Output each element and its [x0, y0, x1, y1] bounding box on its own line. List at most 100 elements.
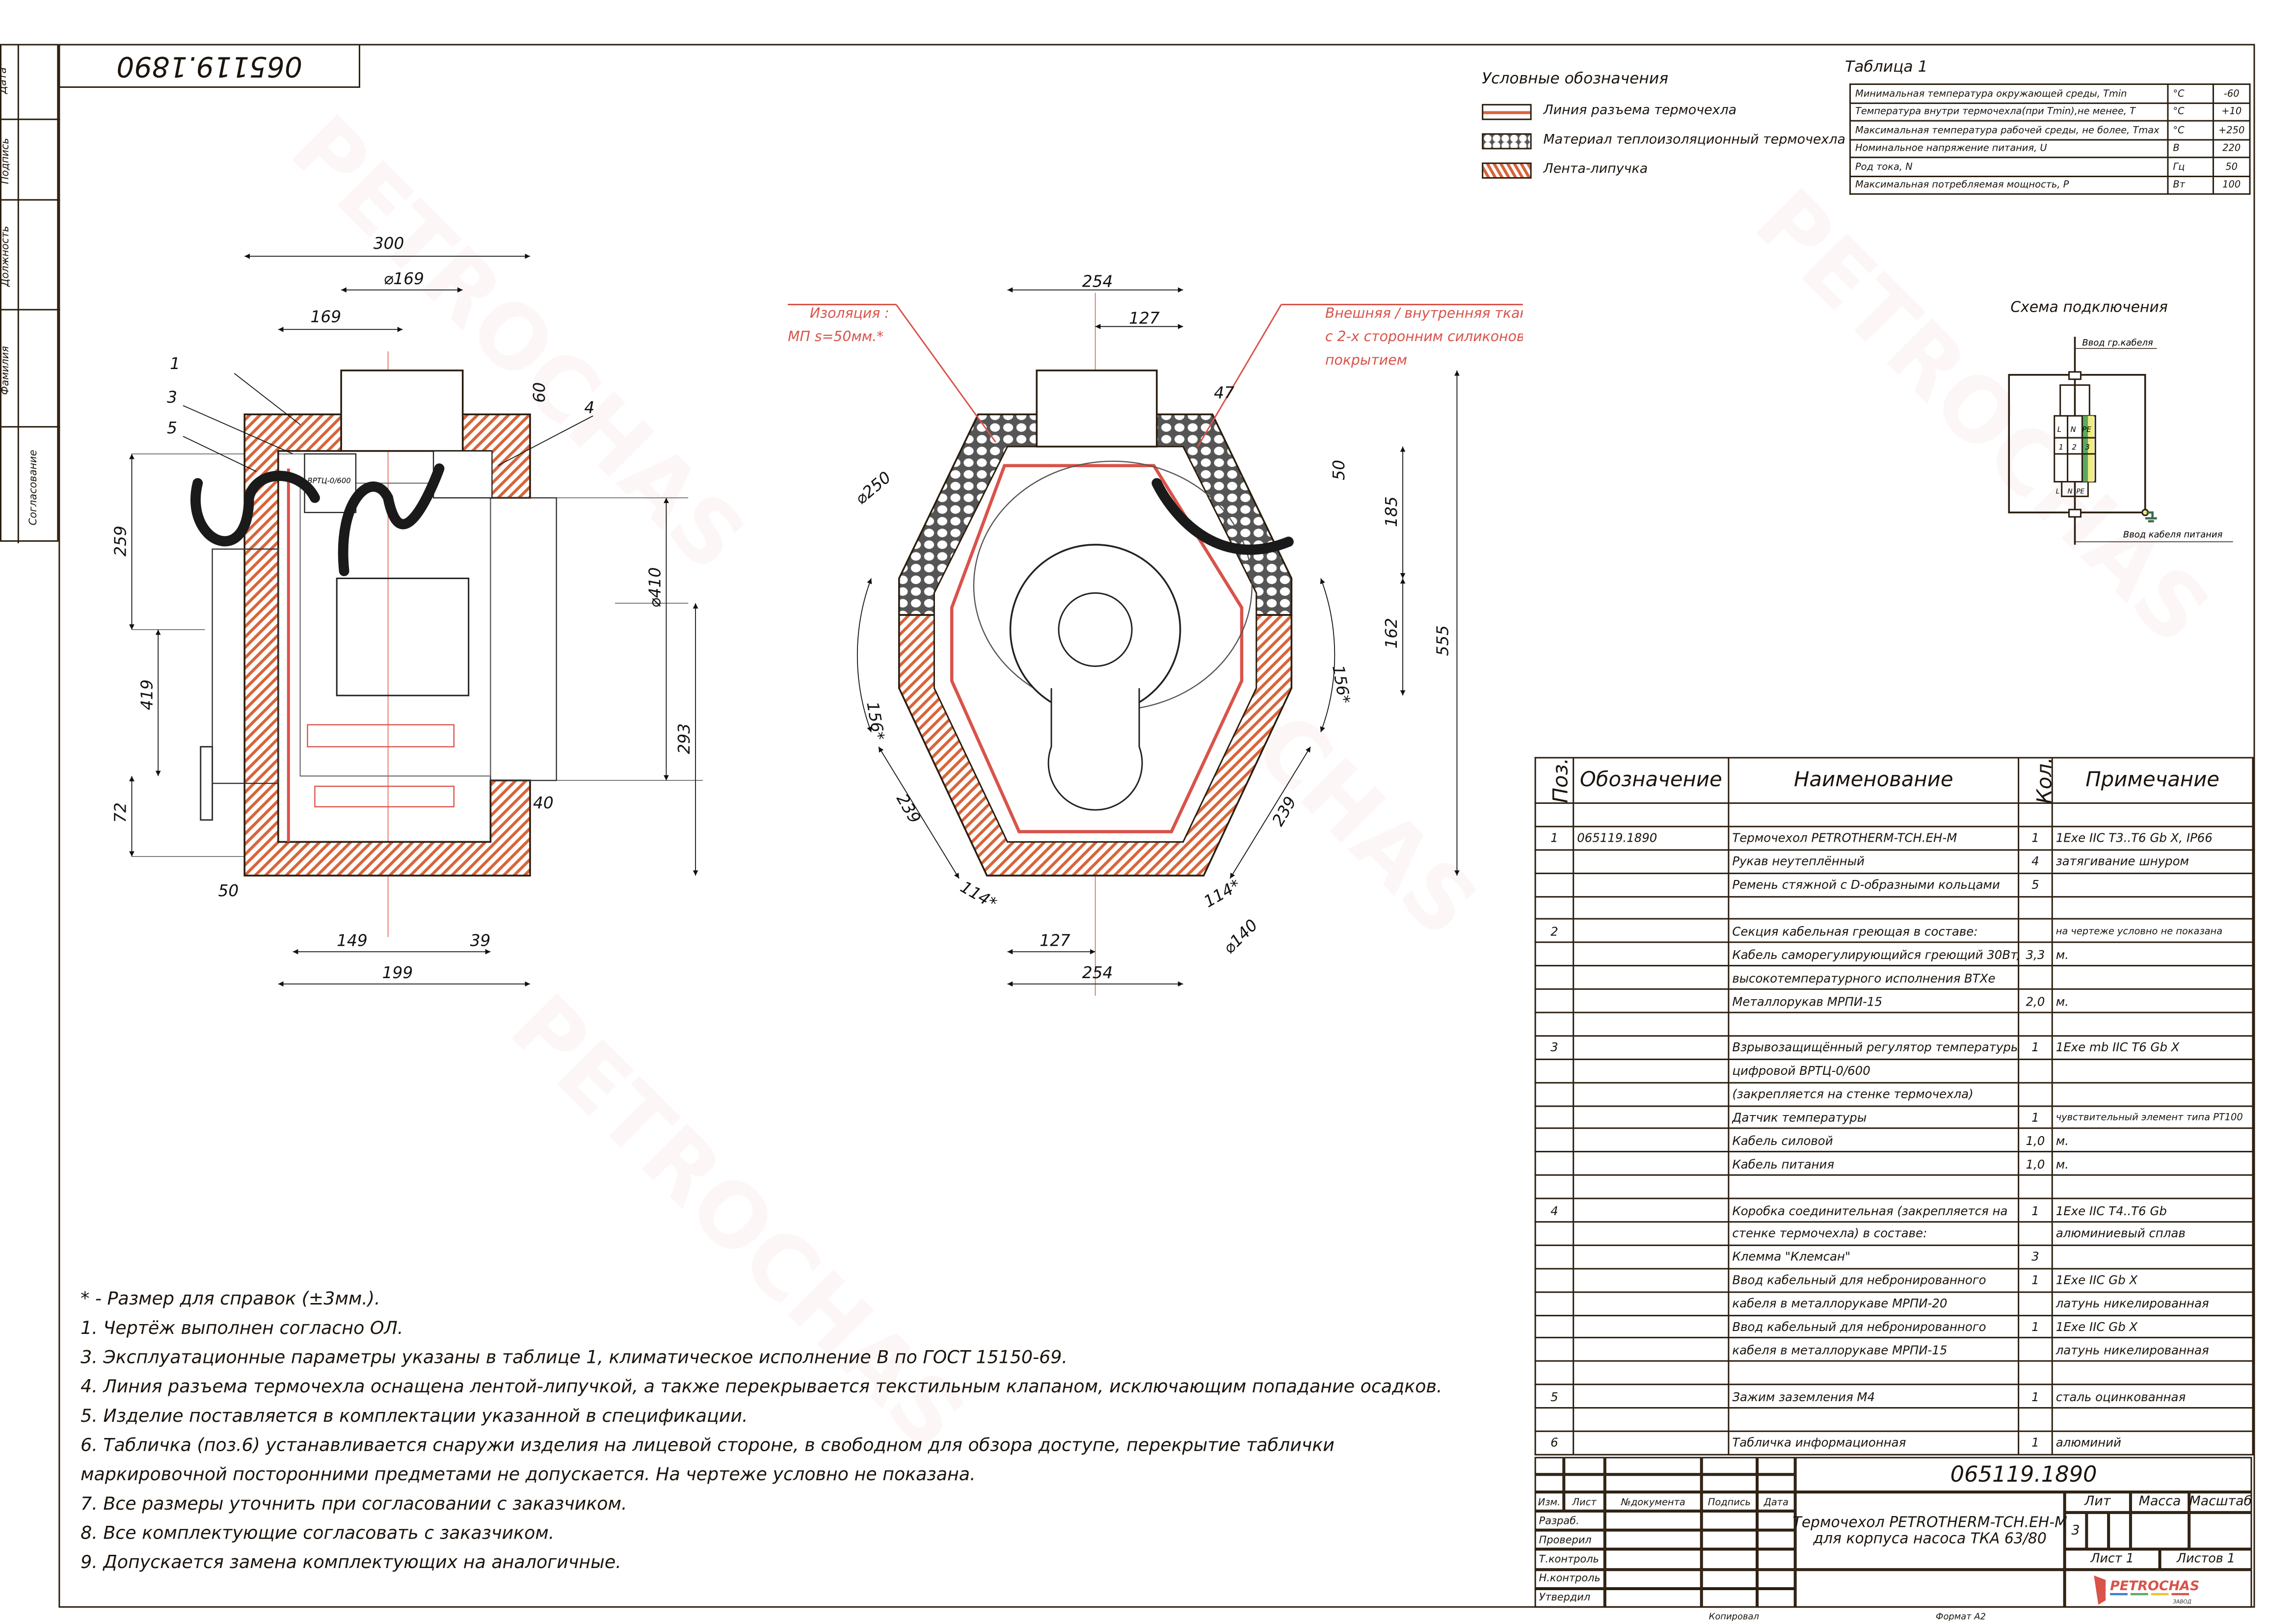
spec-name: Термочехол PETROTHERM-TCH.EH-M	[1728, 825, 2020, 851]
spec-row: Кабель саморегулирующийся греющий 30Вт/м…	[1534, 942, 2254, 967]
spec-designation	[1573, 1244, 1730, 1270]
spec-pos	[1534, 1221, 1575, 1246]
spec-qty	[2018, 918, 2053, 944]
spec-designation	[1573, 802, 1730, 827]
parameter-param: Номинальное напряжение питания, U	[1849, 138, 2169, 159]
spec-row: высокотемпературного исполнения ВТХе	[1534, 965, 2254, 990]
col-label: Подпись	[1701, 1492, 1758, 1511]
spec-designation	[1573, 1174, 1730, 1199]
spec-note	[2051, 895, 2254, 920]
spec-designation	[1573, 895, 1730, 920]
spec-note: чувствительный элемент типа PT100	[2051, 1105, 2254, 1130]
spec-row	[1534, 895, 2254, 920]
spec-qty	[2018, 1291, 2053, 1316]
role-label: Разраб.	[1534, 1511, 1605, 1531]
spec-qty: 3	[2018, 1244, 2053, 1270]
spec-qty: 1,0	[2018, 1128, 2053, 1153]
col-label: Дата	[1757, 1492, 1795, 1511]
dim-label: 72	[111, 802, 130, 823]
spec-row: стенке термочехла) в составе:алюминиевый…	[1534, 1221, 2254, 1246]
position-callout: 1	[170, 354, 180, 373]
dim-label: 169	[310, 307, 341, 326]
spec-name	[1728, 1407, 2020, 1432]
parameter-unit: °C	[2167, 83, 2214, 104]
spec-row	[1534, 1360, 2254, 1386]
spec-name: Кабель питания	[1728, 1151, 2020, 1176]
spec-designation	[1573, 942, 1730, 967]
parameter-param: Минимальная температура окружающей среды…	[1849, 83, 2169, 104]
sheet-number: Лист 1	[2064, 1549, 2160, 1570]
parameter-param: Максимальная потребляемая мощность, P	[1849, 175, 2169, 195]
legend-label: Лента-липучка	[1543, 162, 1648, 177]
spec-qty	[2018, 1360, 2053, 1386]
terminal-label: L	[2057, 425, 2061, 434]
spec-designation	[1573, 1058, 1730, 1083]
product-title: Термочехол PETROTHERM-TCH.EH-M для корпу…	[1792, 1492, 2067, 1570]
spec-pos: 4	[1534, 1198, 1575, 1223]
spec-note: 1Exe IIC Gb X	[2051, 1268, 2254, 1293]
spec-note: м.	[2051, 988, 2254, 1013]
dim-label: 39	[470, 931, 491, 950]
terminal-number: 2	[2072, 443, 2077, 452]
col-label: Изм.	[1534, 1492, 1564, 1511]
spec-name: Секция кабельная греющая в составе:	[1728, 918, 2020, 944]
footer-format: Формат А2	[1936, 1612, 1986, 1623]
parameter-param: Температура внутри термочехла(при Tmin),…	[1849, 102, 2169, 122]
spec-pos: 6	[1534, 1430, 1575, 1456]
dim-label: 239	[1268, 793, 1300, 829]
spec-name	[1728, 1174, 2020, 1199]
spec-name: Рукав неутеплённый	[1728, 849, 2020, 874]
spec-row	[1534, 1407, 2254, 1432]
spec-designation	[1573, 1128, 1730, 1153]
spec-row	[1534, 1174, 2254, 1199]
spec-designation	[1573, 1012, 1730, 1037]
annotation-fabric: Внешняя / внутренняя ткань :	[1325, 305, 1523, 321]
dim-label: 60	[530, 382, 549, 403]
notes: * - Размер для справок (±3мм.).1. Чертёж…	[80, 1284, 1442, 1577]
dim-label: 156*	[863, 700, 888, 742]
spec-note: алюминий	[2051, 1430, 2254, 1456]
table1-title: Таблица 1	[1845, 58, 1928, 77]
spec-pos	[1534, 965, 1575, 990]
note-line: 8. Все комплектующие согласовать с заказ…	[80, 1522, 555, 1544]
company-logo: PETROCHAS ЗАВОД	[2064, 1570, 2252, 1608]
dim-label: 50	[1330, 460, 1348, 480]
title-block: 065119.1890 Изм. Лист №документа Подпись…	[1534, 1457, 2252, 1608]
role-label: Н.контроль	[1534, 1569, 1605, 1589]
dim-label: 47	[1214, 383, 1234, 402]
spec-note: сталь оцинкованная	[2051, 1384, 2254, 1409]
role-label: Проверил	[1534, 1530, 1605, 1550]
spec-name: Клемма "Клемсан"	[1728, 1244, 2020, 1270]
parameter-value: 220	[2212, 138, 2251, 159]
position-callout: 3	[167, 388, 177, 406]
spec-name: стенке термочехла) в составе:	[1728, 1221, 2020, 1246]
dim-label: 40	[533, 794, 554, 812]
front-view	[788, 304, 1523, 877]
spec-pos	[1534, 1012, 1575, 1037]
spec-pos	[1534, 1337, 1575, 1362]
spec-qty	[2018, 1058, 2053, 1083]
spec-designation	[1573, 1268, 1730, 1293]
spec-note	[2051, 872, 2254, 897]
parameter-row: Максимальная температура рабочей среды, …	[1849, 120, 2251, 140]
spec-note: 1Exe mb IIC T6 Gb X	[2051, 1035, 2254, 1060]
spec-pos	[1534, 988, 1575, 1013]
dim-label: 162	[1382, 618, 1401, 649]
scale-label: Масштаб	[2189, 1492, 2252, 1513]
connection-scheme: Ввод гр.кабеля L N PE 1 2 3 L N PE Ввод …	[2008, 337, 2233, 545]
spec-name	[1728, 802, 2020, 827]
doc-number: 065119.1890	[1795, 1457, 2252, 1492]
dim-label: 50	[218, 881, 239, 900]
spec-name: Ввод кабельный для небронированного	[1728, 1314, 2020, 1339]
spec-designation	[1573, 1384, 1730, 1409]
dim-label: 254	[1082, 963, 1113, 982]
dim-label: 259	[111, 526, 130, 557]
spec-qty	[2018, 1174, 2053, 1199]
spec-note: 1Exe IIC T3..T6 Gb X, IP66	[2051, 825, 2254, 851]
spec-designation	[1573, 1407, 1730, 1432]
